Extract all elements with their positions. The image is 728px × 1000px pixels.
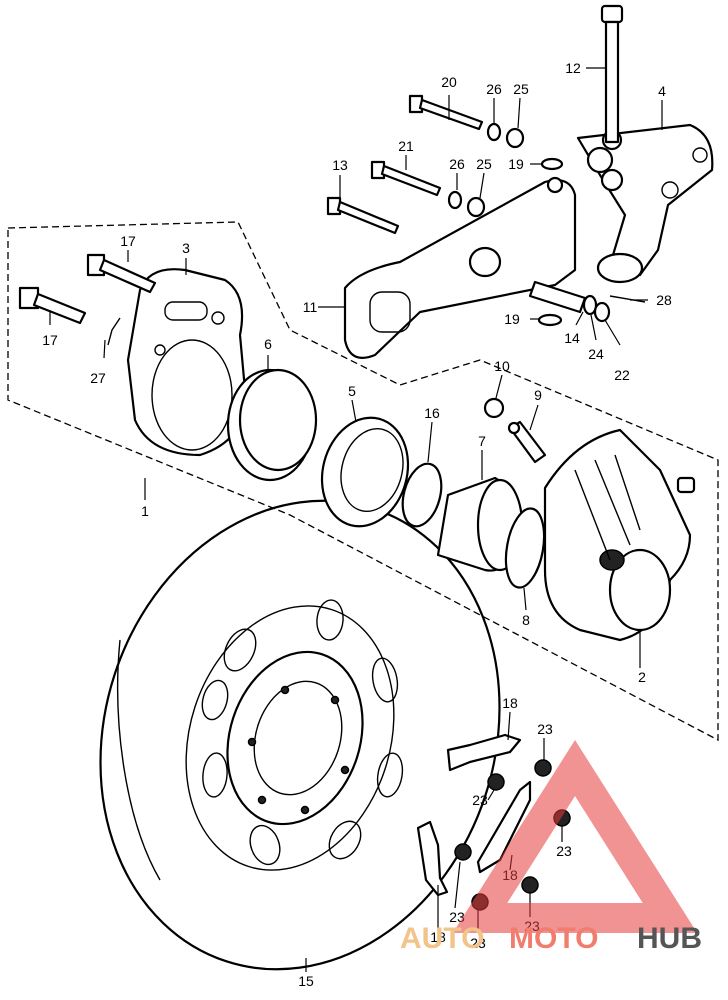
bolt-21 <box>370 160 442 197</box>
label-21: 21 <box>398 138 414 154</box>
label-26: 26 <box>449 156 465 172</box>
bolt-20 <box>408 94 484 131</box>
watermark-text-moto: MOTO <box>509 922 598 955</box>
lock-pin <box>107 317 121 346</box>
label-12: 12 <box>565 60 581 76</box>
label-4: 4 <box>658 83 666 99</box>
retaining-ring <box>401 462 443 528</box>
bolt-13 <box>326 196 400 235</box>
o-ring-19-lower <box>537 313 563 327</box>
caliper-holder-arm <box>343 176 577 359</box>
label-27: 27 <box>90 370 106 386</box>
label-10: 10 <box>494 358 510 374</box>
caliper-bracket <box>126 268 247 457</box>
washer-26-lower <box>447 190 463 210</box>
assembly-boundary <box>7 221 719 742</box>
nut-22 <box>593 301 611 323</box>
label-23: 23 <box>537 721 553 737</box>
axle-bolt-12 <box>600 4 624 144</box>
watermark-logo: AUTO MOTO HUB <box>400 739 702 955</box>
piston-seal-ring <box>320 416 410 528</box>
label-23: 23 <box>556 843 572 859</box>
mounting-bolt-upper <box>86 253 157 294</box>
label-8: 8 <box>522 612 530 628</box>
label-24: 24 <box>588 346 604 362</box>
watermark-text-auto: AUTO <box>400 922 484 955</box>
label-7: 7 <box>478 433 486 449</box>
label-18: 18 <box>430 929 446 945</box>
bleeder-screw <box>507 420 547 464</box>
label-11: 11 <box>303 299 318 315</box>
label-23: 23 <box>470 935 486 951</box>
washer-25-lower <box>466 196 486 218</box>
watermark-triangle <box>452 739 698 933</box>
label-13: 13 <box>332 157 348 173</box>
mounting-bracket <box>576 123 714 284</box>
label-5: 5 <box>348 383 356 399</box>
o-ring-19-upper <box>540 157 564 171</box>
label-14: 14 <box>564 330 580 346</box>
watermark-text-hub: HUB <box>637 922 702 955</box>
label-19: 19 <box>504 311 520 327</box>
caliper-body <box>543 428 696 642</box>
mounting-bolt-lower <box>18 286 87 325</box>
washer-24 <box>582 294 598 316</box>
lock-plate-lower <box>416 820 449 897</box>
spring <box>528 280 587 314</box>
label-25: 25 <box>476 156 492 172</box>
pin-28 <box>609 295 646 303</box>
label-28: 28 <box>656 292 672 308</box>
brake-disc <box>99 499 501 971</box>
lock-plate-upper <box>446 733 522 772</box>
brake-pad-outer <box>226 368 318 482</box>
label-25: 25 <box>513 81 529 97</box>
label-2: 2 <box>638 669 646 685</box>
label-15: 15 <box>298 973 314 989</box>
label-9: 9 <box>534 387 542 403</box>
label-18: 18 <box>502 695 518 711</box>
label-17: 17 <box>120 233 136 249</box>
label-17: 17 <box>42 332 58 348</box>
bleeder-cap <box>483 397 505 419</box>
label-20: 20 <box>441 74 457 90</box>
label-23: 23 <box>472 792 488 808</box>
label-16: 16 <box>424 405 440 421</box>
label-3: 3 <box>182 240 190 256</box>
label-19: 19 <box>508 156 524 172</box>
label-1: 1 <box>141 503 149 519</box>
label-22: 22 <box>614 367 630 383</box>
washer-25-upper <box>505 127 525 149</box>
label-6: 6 <box>264 336 272 352</box>
washer-26-upper <box>486 122 502 142</box>
label-26: 26 <box>486 81 502 97</box>
o-ring <box>504 507 546 589</box>
